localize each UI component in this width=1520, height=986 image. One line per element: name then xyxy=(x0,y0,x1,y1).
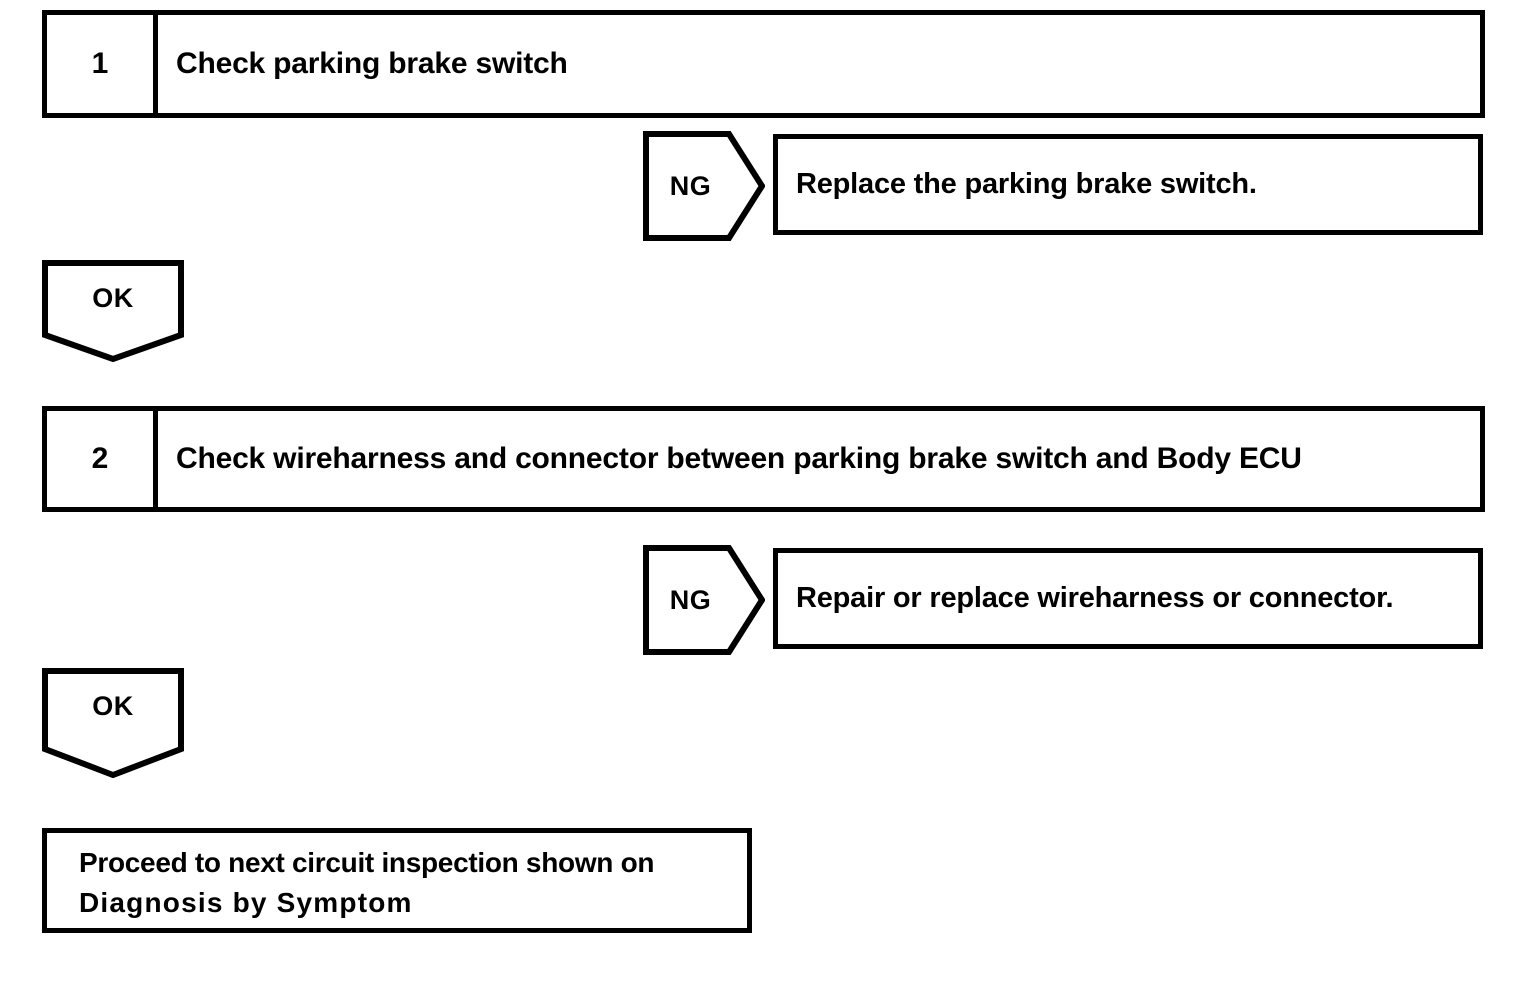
step-1-ng-action-text: Replace the parking brake switch. xyxy=(796,168,1257,200)
step-2-ng-arrow: NG xyxy=(643,545,765,655)
step-2-title: Check wireharness and connector between … xyxy=(176,442,1302,475)
final-instruction-line-2: Diagnosis by Symptom xyxy=(79,887,413,918)
step-2-ok-label: OK xyxy=(92,690,134,721)
final-instruction-line-1: Proceed to next circuit inspection shown… xyxy=(79,847,655,878)
step-1-ok-label: OK xyxy=(92,282,134,313)
step-2-ok-arrow: OK xyxy=(42,668,184,778)
step-1-number: 1 xyxy=(47,15,158,113)
step-1-ng-label: NG xyxy=(669,170,712,201)
step-2-box: 2 Check wireharness and connector betwee… xyxy=(42,406,1485,512)
step-1-box: 1 Check parking brake switch xyxy=(42,10,1485,118)
step-1-ng-action-box: Replace the parking brake switch. xyxy=(773,134,1483,235)
step-2-ng-action-box: Repair or replace wireharness or connect… xyxy=(773,548,1483,649)
step-1-title: Check parking brake switch xyxy=(176,47,568,80)
step-1-ok-arrow: OK xyxy=(42,260,184,362)
final-instruction-box: Proceed to next circuit inspection shown… xyxy=(42,828,752,933)
step-2-number: 2 xyxy=(47,411,158,507)
step-2-ng-action-text: Repair or replace wireharness or connect… xyxy=(796,582,1394,614)
step-2-ng-label: NG xyxy=(669,584,712,615)
step-1-ng-arrow: NG xyxy=(643,131,765,241)
